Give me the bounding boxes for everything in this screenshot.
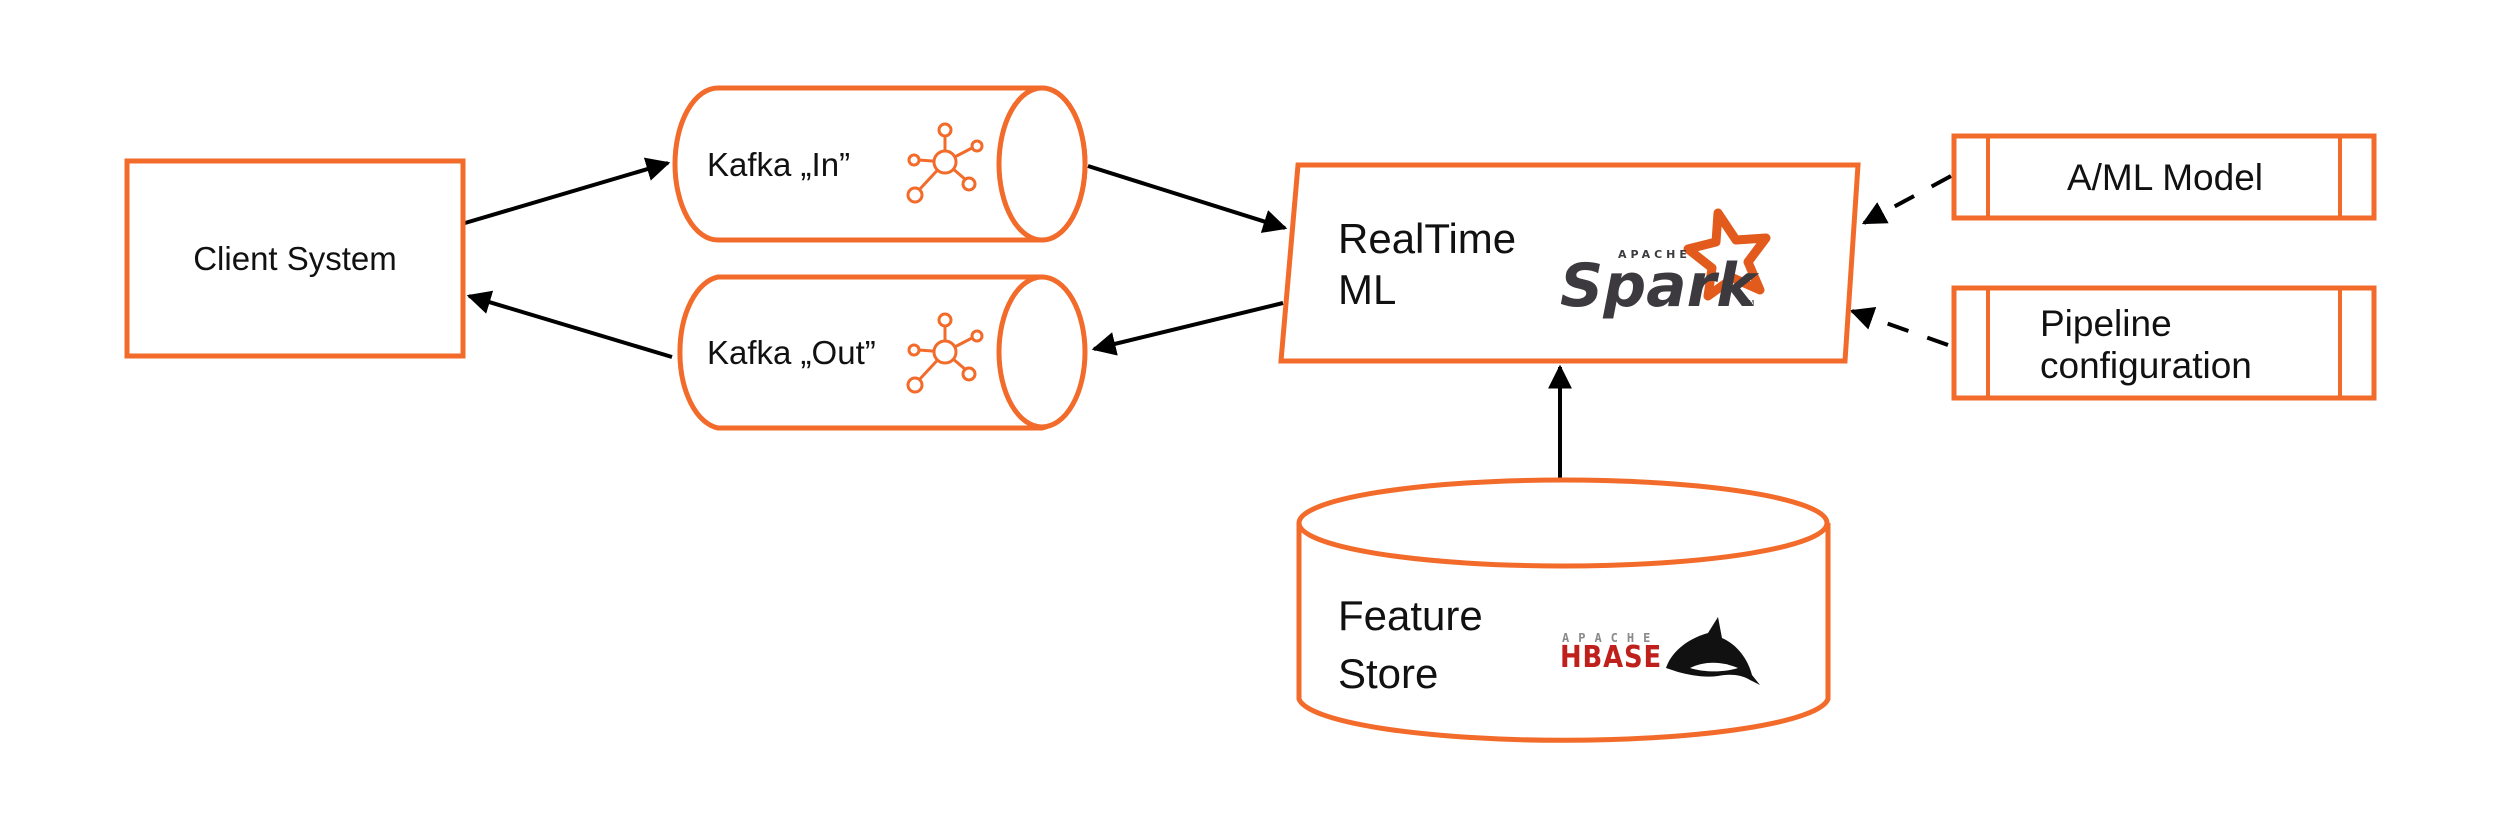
- spark-tm-text: TM: [1743, 299, 1754, 307]
- kafka-in-cylinder-end: [996, 85, 1088, 243]
- feature-store-cylinder-top: [1296, 477, 1830, 569]
- spark-name-text: Spark: [1560, 251, 1759, 321]
- feature-store-cylinder-body: [1296, 523, 1831, 743]
- feature-store-label-line2: Store: [1338, 650, 1438, 697]
- pipeline-label-line1: Pipeline: [2040, 303, 2172, 344]
- hbase-apache-text: APACHE: [1562, 631, 1659, 645]
- edge-kafka-out-to-client: [466, 290, 673, 359]
- spark-star-icon: [1683, 208, 1771, 301]
- client-system-box: [124, 158, 466, 359]
- edge-kafka-in-to-realtime: [1087, 164, 1288, 233]
- edge-realtime-to-kafka-out: [1091, 301, 1284, 356]
- kafka-out-label: Kafka „Out”: [707, 334, 876, 371]
- ml-model-label: A/ML Model: [2067, 157, 2263, 198]
- kafka-icon: [906, 312, 984, 394]
- apache-spark-logo: APACHE Spark TM: [1560, 208, 1771, 321]
- apache-hbase-logo: APACHE HBASE: [1560, 617, 1760, 685]
- ml-model-box: [1951, 133, 2377, 221]
- hbase-name-text: HBASE: [1560, 640, 1662, 675]
- realtime-ml-label-line2: ML: [1338, 266, 1396, 313]
- client-system-label: Client System: [193, 240, 397, 277]
- feature-store-label-line1: Feature: [1338, 592, 1483, 639]
- edge-ml-model-to-realtime: [1861, 174, 1952, 225]
- kafka-out-cylinder-end: [996, 274, 1088, 430]
- pipeline-label-line2: configuration: [2040, 345, 2252, 386]
- orca-belly: [1690, 662, 1738, 672]
- kafka-icon: [906, 122, 984, 204]
- spark-apache-text: APACHE: [1618, 248, 1691, 261]
- realtime-ml-label-line1: RealTime: [1338, 215, 1516, 262]
- node-feature-store[interactable]: Feature Store APACHE HBASE: [1296, 477, 1831, 743]
- edge-pipeline-to-realtime: [1849, 306, 1949, 347]
- node-realtime-ml[interactable]: RealTime ML APACHE Spark TM: [1278, 162, 1861, 364]
- pipeline-box: [1951, 285, 2377, 401]
- node-ml-model[interactable]: A/ML Model: [1951, 133, 2377, 221]
- kafka-in-label: Kafka „In”: [707, 146, 850, 183]
- node-client-system[interactable]: Client System: [124, 158, 466, 359]
- edge-client-to-kafka-in: [464, 157, 671, 225]
- node-kafka-out[interactable]: Kafka „Out”: [677, 274, 1088, 431]
- node-kafka-in[interactable]: Kafka „In”: [672, 85, 1088, 243]
- node-pipeline-configuration[interactable]: Pipeline configuration: [1951, 285, 2377, 401]
